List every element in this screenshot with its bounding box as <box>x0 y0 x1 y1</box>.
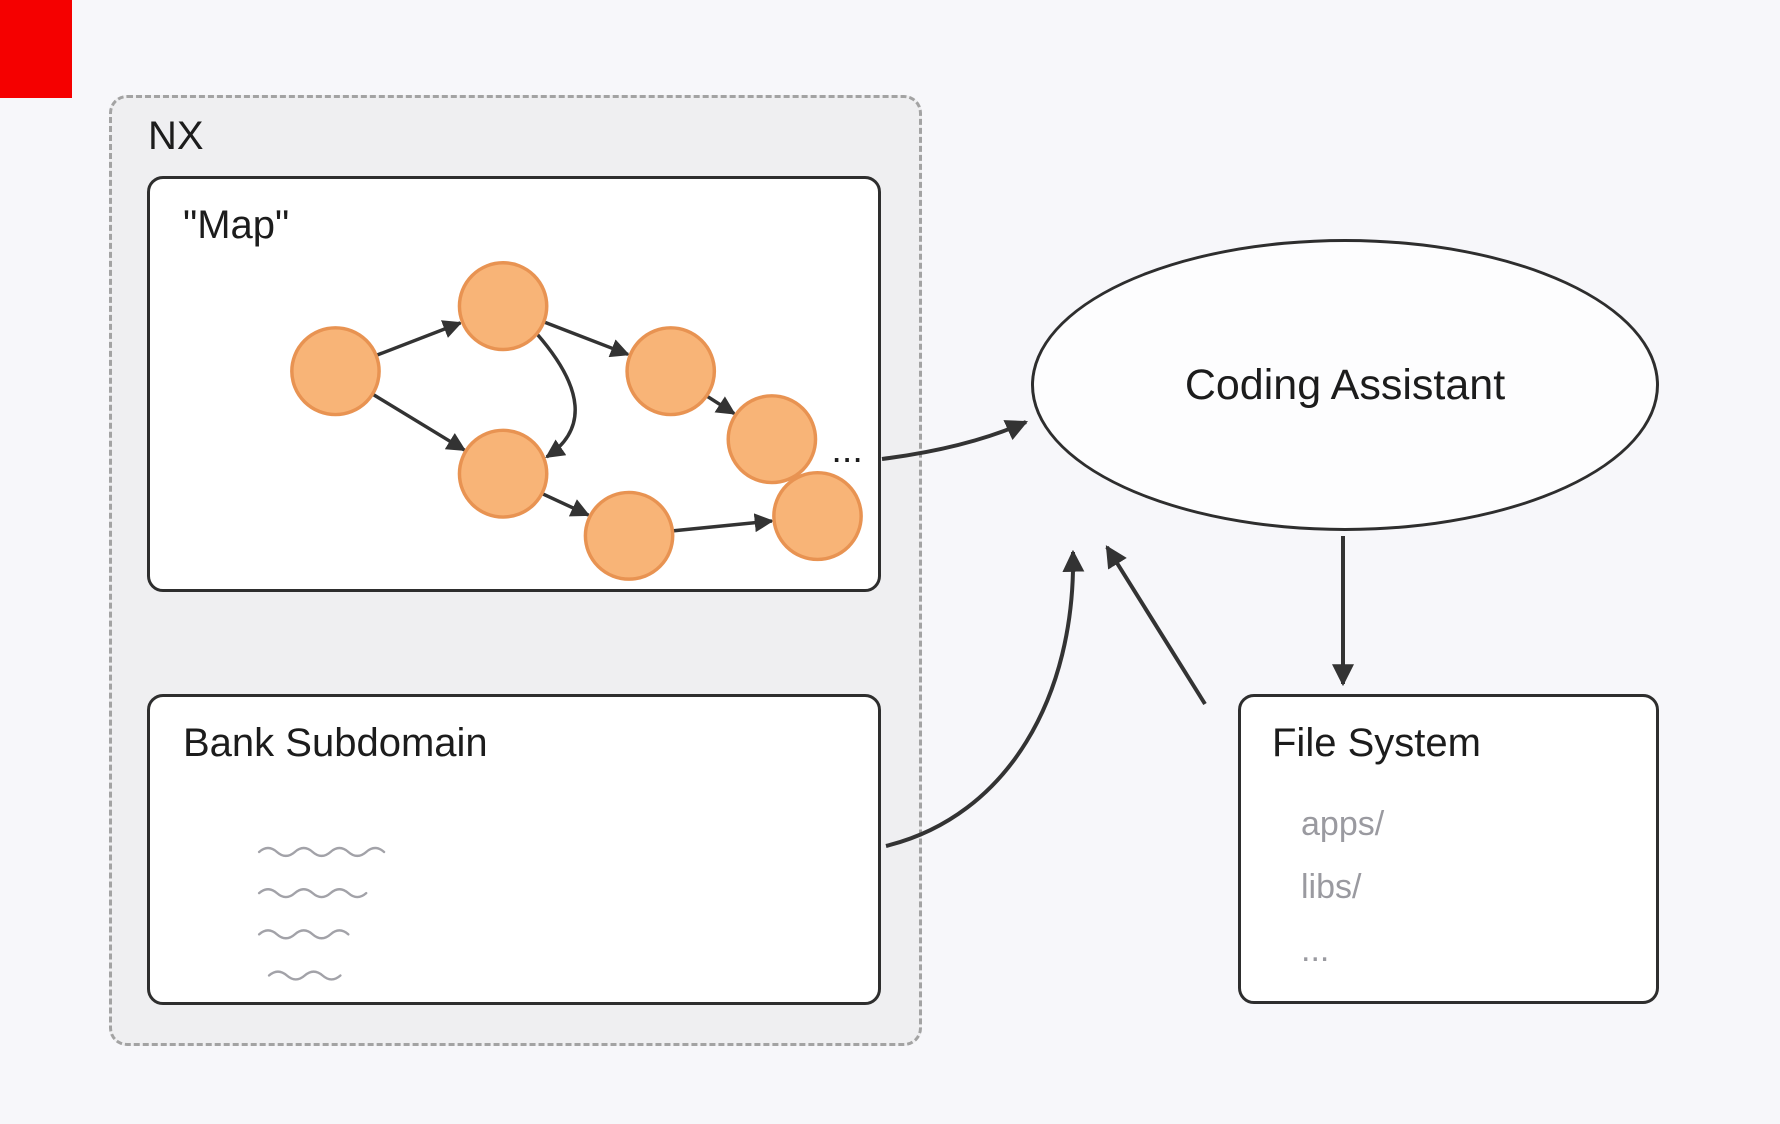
coding-assistant-label: Coding Assistant <box>1184 360 1506 409</box>
squiggle-line <box>257 888 368 899</box>
red-corner-shape <box>0 0 72 98</box>
graph-node <box>625 326 717 417</box>
graph-ellipsis: ... <box>831 428 862 470</box>
graph-edge <box>535 332 577 459</box>
graph-edge <box>375 320 463 358</box>
graph-node <box>772 470 863 562</box>
file-entry: apps/ <box>1301 805 1385 843</box>
coding-assistant-ellipse: Coding Assistant <box>1031 239 1659 531</box>
file-system-box: File System apps/ libs/ ... <box>1238 694 1659 1004</box>
file-entry: libs/ <box>1301 868 1362 906</box>
graph-node <box>583 490 675 581</box>
placeholder-text-squiggles <box>257 846 386 981</box>
dependency-graph: ... <box>290 261 863 581</box>
graph-edge <box>371 392 467 452</box>
graph-node <box>290 326 381 417</box>
file-system-entries: apps/ libs/ ... <box>1301 805 1384 970</box>
graph-edge <box>541 491 591 517</box>
file-system-title: File System <box>1272 721 1481 765</box>
map-box: "Map" <box>147 176 881 592</box>
graph-node <box>726 394 818 485</box>
map-title: "Map" <box>183 203 290 247</box>
bank-subdomain-title: Bank Subdomain <box>183 721 488 765</box>
bank-subdomain-box: Bank Subdomain <box>147 694 881 1005</box>
graph-edge <box>705 394 736 416</box>
file-entry: ... <box>1301 931 1330 969</box>
nx-group: NX "Map" <box>109 95 922 1046</box>
squiggle-line <box>257 846 386 858</box>
graph-edge <box>672 513 774 533</box>
graph-node <box>457 261 549 352</box>
nx-group-label: NX <box>148 114 204 158</box>
graph-node <box>457 428 549 519</box>
squiggle-line <box>267 970 342 981</box>
arrow-filesystem-to-assistant <box>1105 545 1207 706</box>
graph-edge <box>543 320 630 358</box>
squiggle-line <box>257 929 350 940</box>
